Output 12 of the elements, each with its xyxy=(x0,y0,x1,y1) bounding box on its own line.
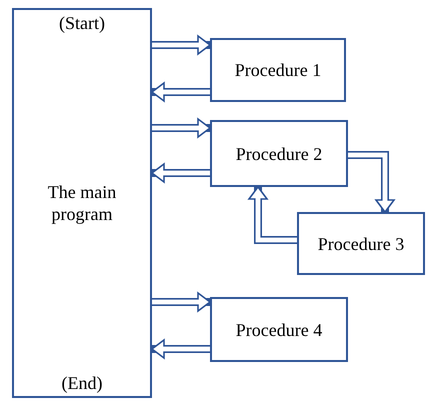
node-label: (End) xyxy=(60,372,104,394)
procedure-box xyxy=(210,297,348,362)
program-box xyxy=(12,8,152,398)
procedure-box xyxy=(210,38,346,102)
node-label: Procedure 2 xyxy=(234,142,324,164)
node-label: Procedure 1 xyxy=(234,59,322,81)
node-label: (Start) xyxy=(58,12,106,34)
node-label: Procedure 4 xyxy=(234,318,324,340)
procedure-box xyxy=(297,212,425,275)
node-label: Procedure 3 xyxy=(316,232,406,254)
procedure-box xyxy=(210,120,348,187)
node-label: The main program xyxy=(46,181,118,225)
